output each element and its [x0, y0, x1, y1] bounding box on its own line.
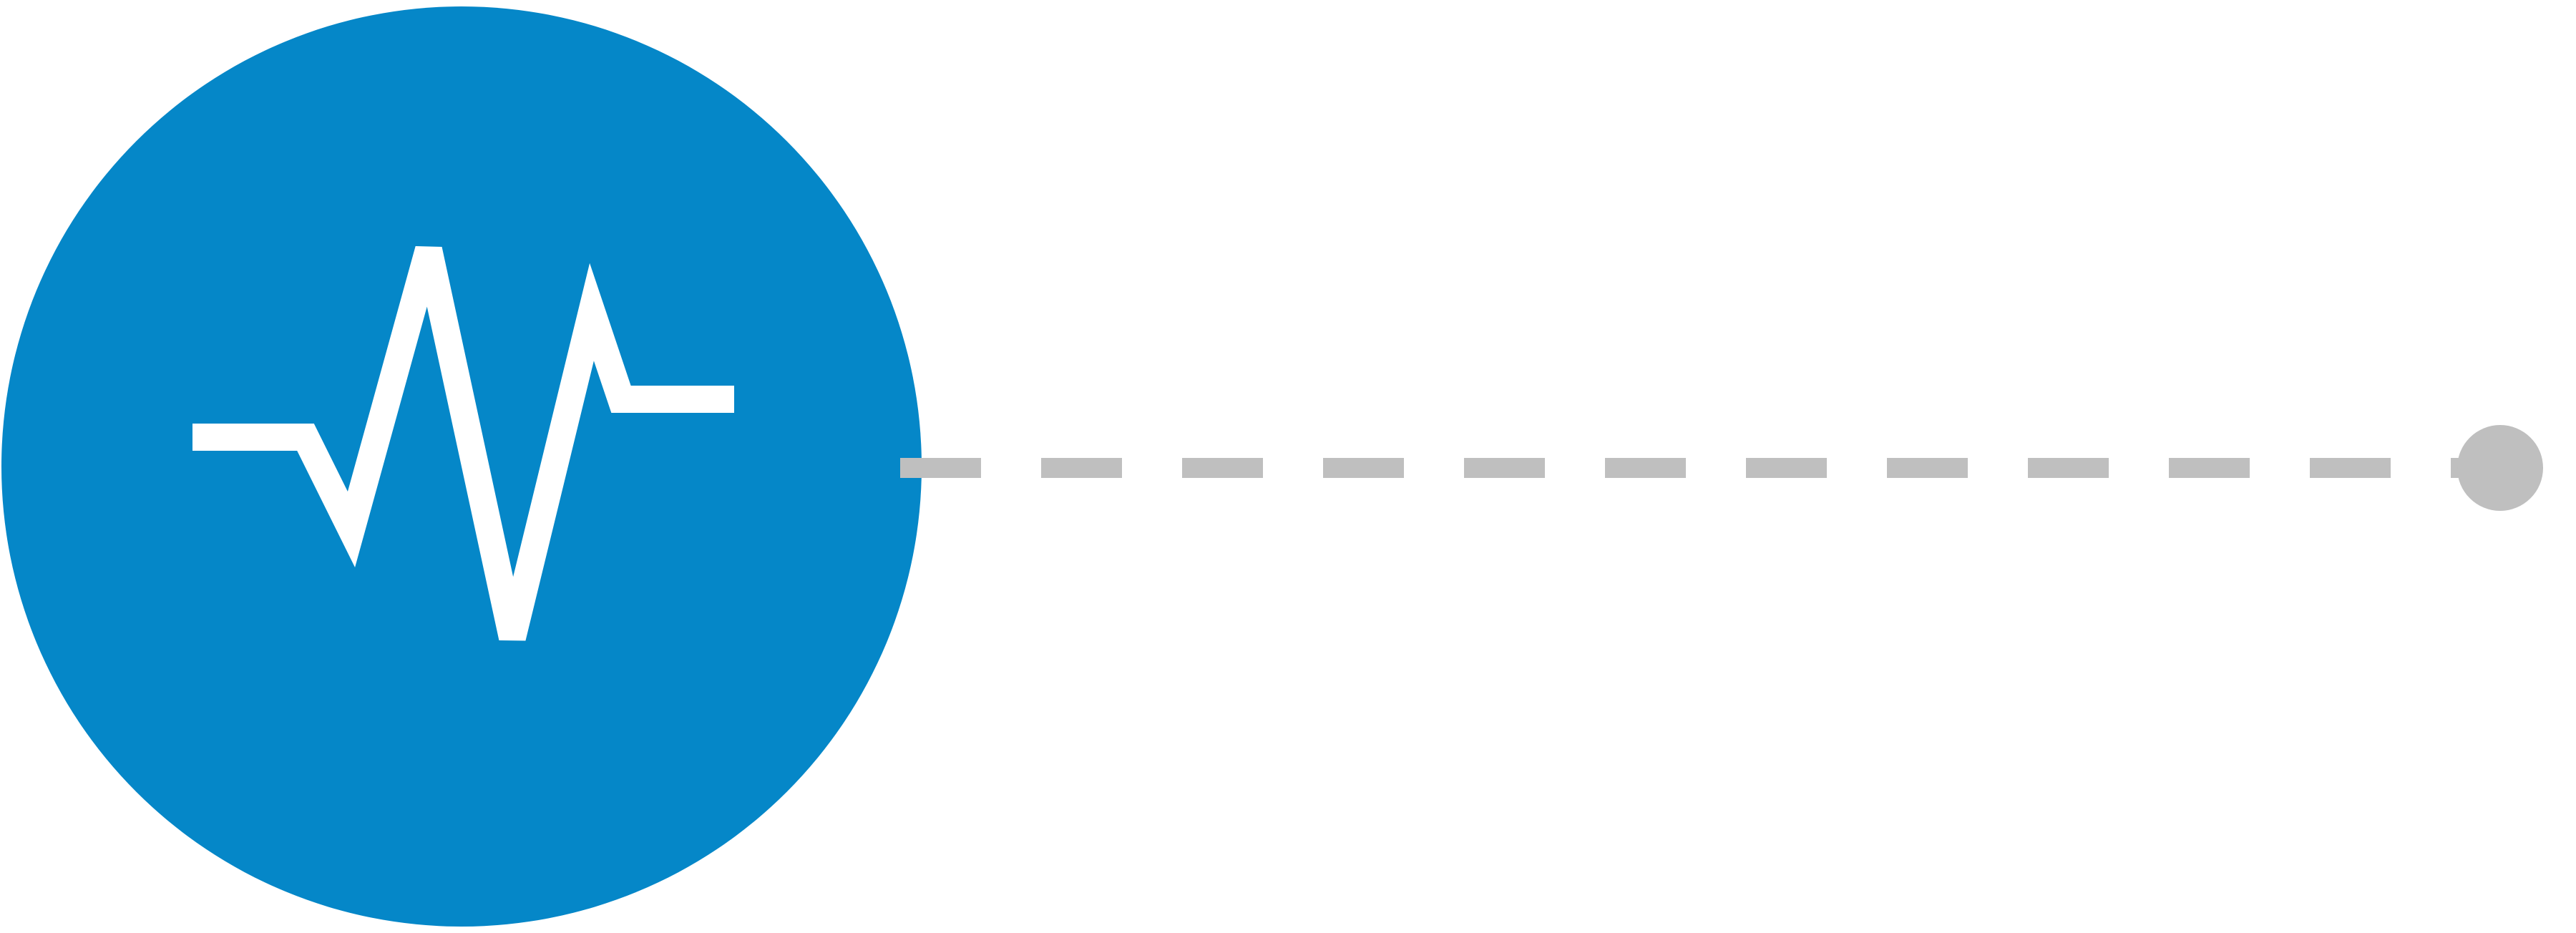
endpoint-dot [2457, 425, 2543, 511]
waveform-icon [192, 245, 734, 641]
